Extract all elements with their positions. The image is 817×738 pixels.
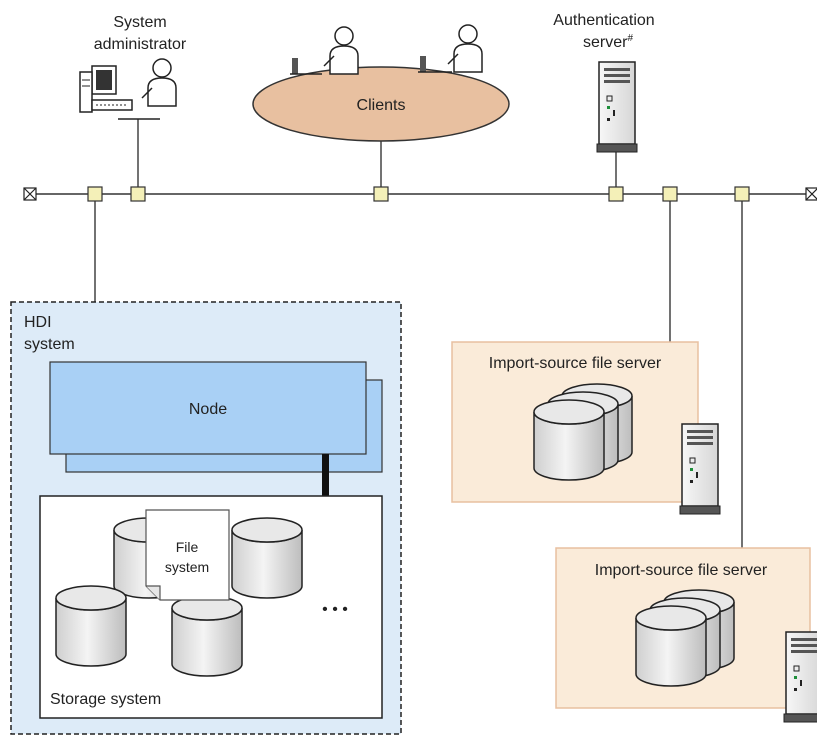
connector bbox=[130, 186, 146, 202]
client-workstation-left bbox=[290, 26, 359, 75]
person-icon bbox=[323, 26, 359, 75]
connector bbox=[662, 186, 678, 202]
import-source-file-server-2: Import-source file server bbox=[555, 547, 817, 723]
admin-label-line1: System bbox=[113, 14, 166, 31]
disk-cylinder-icon bbox=[55, 585, 127, 667]
auth-label-line1: Authentication bbox=[553, 12, 654, 29]
clients-group: Clients bbox=[252, 24, 510, 142]
disk-cylinder-icon bbox=[171, 595, 243, 677]
hdi-label-line1: HDI bbox=[24, 314, 52, 331]
terminator-icon bbox=[23, 187, 37, 201]
auth-footnote-mark: # bbox=[627, 33, 633, 44]
node-box bbox=[49, 361, 367, 455]
file-system-label-line1: File bbox=[176, 539, 199, 555]
computer-icon bbox=[79, 65, 133, 113]
disk-cylinder-icon bbox=[635, 605, 707, 687]
storage-system-label: Storage system bbox=[50, 691, 161, 708]
system-administrator: System administrator bbox=[79, 14, 187, 120]
clients-ellipse bbox=[252, 66, 510, 142]
person-icon bbox=[447, 24, 483, 73]
import-server-label-1: Import-source file server bbox=[489, 355, 662, 372]
disk-cylinder-icon bbox=[533, 399, 605, 481]
hdi-label-line2: system bbox=[24, 336, 75, 353]
file-system-label-line2: system bbox=[165, 559, 209, 575]
connector bbox=[734, 186, 750, 202]
server-tower-icon bbox=[596, 61, 638, 153]
import-source-file-server-1: Import-source file server bbox=[451, 341, 721, 515]
admin-label-line2: administrator bbox=[94, 36, 187, 53]
network-connectors bbox=[87, 186, 750, 202]
person-icon bbox=[141, 58, 177, 107]
auth-label-text: server bbox=[583, 34, 628, 51]
import-server-label-2: Import-source file server bbox=[595, 562, 768, 579]
hdi-system: HDI system Node File system • • • Storag… bbox=[10, 301, 402, 735]
terminator-icon bbox=[805, 187, 817, 201]
node-label: Node bbox=[189, 401, 227, 418]
document-icon bbox=[145, 509, 230, 601]
disk-cylinder-icon bbox=[231, 517, 303, 599]
connector bbox=[608, 186, 624, 202]
authentication-server: Authentication server# bbox=[553, 12, 655, 153]
auth-label-line2: server# bbox=[583, 33, 633, 51]
server-tower-icon bbox=[679, 423, 721, 515]
node-storage-link bbox=[322, 454, 329, 498]
client-workstation-right bbox=[418, 24, 483, 73]
server-tower-icon bbox=[783, 631, 817, 723]
connector bbox=[373, 186, 389, 202]
clients-label: Clients bbox=[357, 97, 406, 114]
ellipsis: • • • bbox=[322, 601, 348, 618]
connector bbox=[87, 186, 103, 202]
